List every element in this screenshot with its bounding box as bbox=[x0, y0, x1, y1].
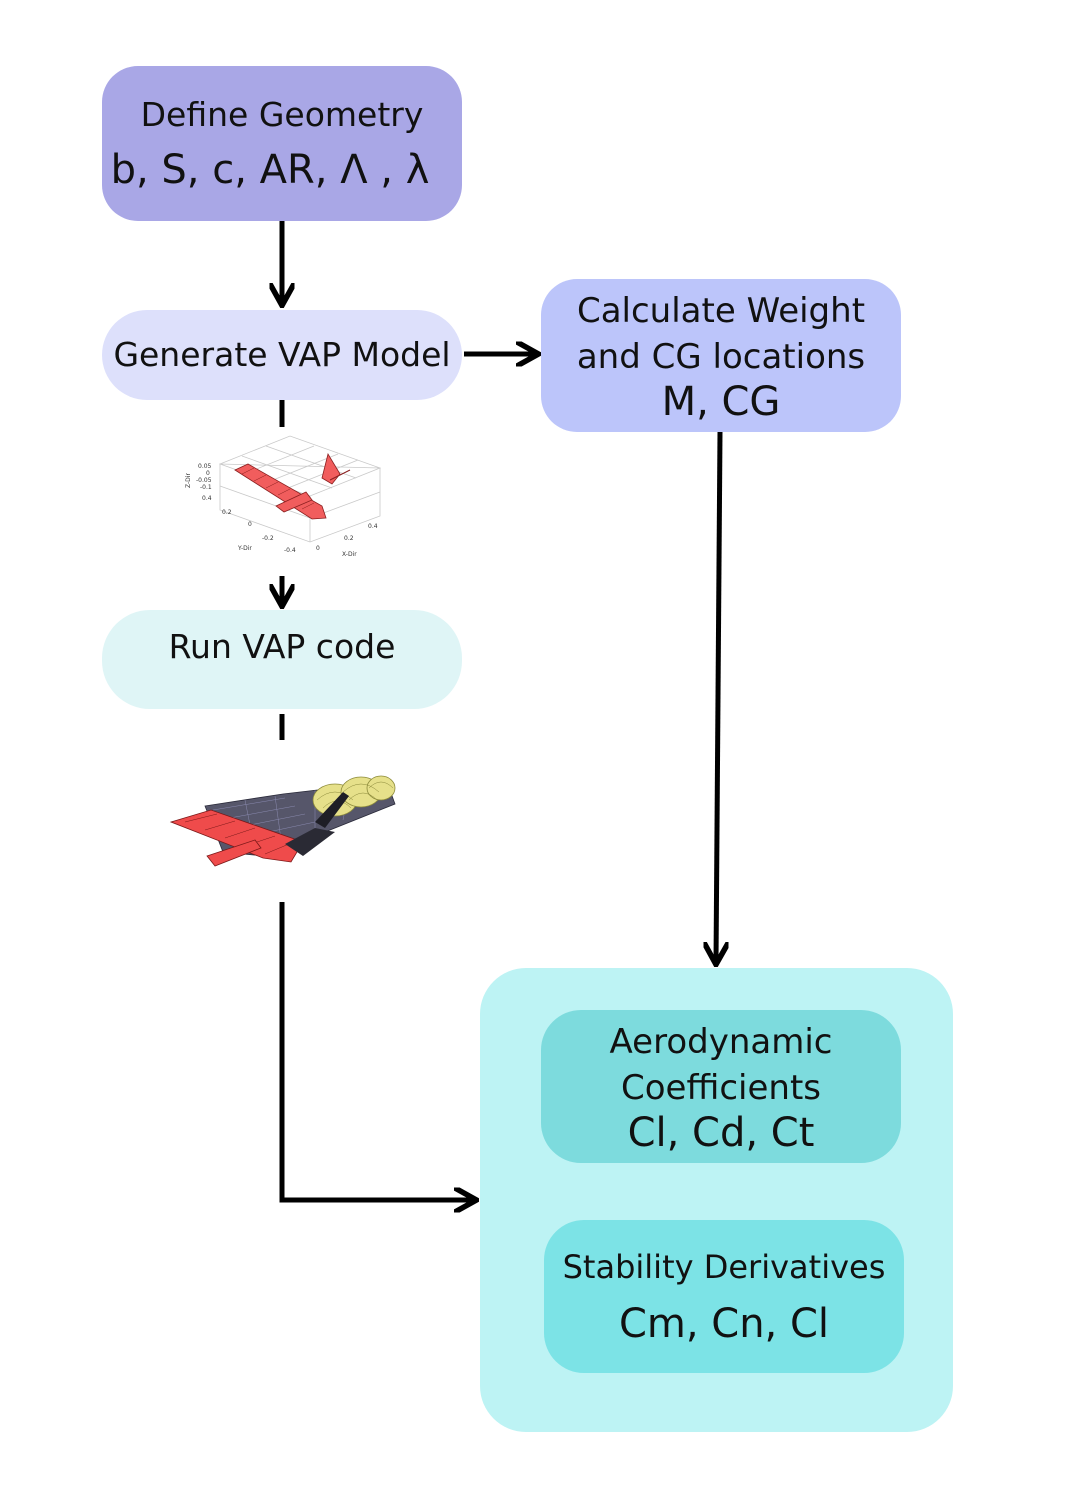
vertical-tail bbox=[315, 792, 349, 828]
x-tick: 0.4 bbox=[368, 523, 378, 530]
main-wing bbox=[234, 463, 327, 520]
y-tick: 0.4 bbox=[202, 495, 212, 502]
z-tick: 0 bbox=[206, 470, 210, 477]
calculate-weight-params: M, CG bbox=[661, 378, 781, 425]
horizontal-tail bbox=[206, 839, 262, 867]
define-geometry-params: b, S, c, AR, Λ , λ bbox=[110, 146, 430, 193]
calculate-weight-line2: and CG locations bbox=[576, 336, 866, 377]
generate-vap-node: Generate VAP Model bbox=[102, 310, 462, 400]
x-tick: 0 bbox=[316, 545, 320, 552]
aero-line2: Coefficients bbox=[621, 1067, 821, 1108]
define-geometry-title: Define Geometry bbox=[140, 94, 424, 134]
z-tick: -0.05 bbox=[196, 477, 212, 484]
y-tick: -0.2 bbox=[262, 535, 274, 542]
aerodynamic-coefficients-node: Aerodynamic Coefficients Cl, Cd, Ct bbox=[541, 1010, 901, 1163]
stability-params: Cm, Cn, Cl bbox=[618, 1300, 830, 1347]
horizontal-tail bbox=[275, 491, 313, 513]
y-axis-label: Y-Dir bbox=[237, 545, 252, 552]
stability-derivatives-node: Stability Derivatives Cm, Cn, Cl bbox=[544, 1220, 904, 1373]
calculate-weight-line1: Calculate Weight bbox=[576, 290, 866, 331]
stability-title: Stability Derivatives bbox=[562, 1247, 886, 1286]
z-tick: 0.05 bbox=[198, 463, 212, 470]
y-tick: 0 bbox=[248, 521, 252, 528]
vap-wake-render bbox=[169, 775, 396, 867]
wing-dark-root bbox=[285, 828, 335, 856]
vertical-tail bbox=[321, 452, 341, 485]
define-geometry-node: Define Geometry b, S, c, AR, Λ , λ bbox=[102, 66, 462, 221]
wake-rollup bbox=[312, 775, 396, 817]
run-vap-title: Run VAP code bbox=[168, 627, 396, 666]
arrow-weight-to-results bbox=[716, 431, 720, 962]
run-vap-node: Run VAP code bbox=[102, 610, 462, 709]
generate-vap-title: Generate VAP Model bbox=[113, 335, 451, 374]
z-axis-label: Z-Dir bbox=[185, 473, 192, 488]
calculate-weight-node: Calculate Weight and CG locations M, CG bbox=[541, 279, 901, 432]
x-tick: 0.2 bbox=[344, 535, 354, 542]
y-tick: -0.4 bbox=[284, 547, 296, 554]
arrow-render-to-results bbox=[279, 902, 474, 1200]
vap-geometry-plot: Z-Dir 0.05 0 -0.05 -0.1 0.4 0.2 0 -0.2 -… bbox=[185, 435, 382, 558]
aero-line1: Aerodynamic bbox=[609, 1021, 833, 1062]
y-tick: 0.2 bbox=[222, 509, 232, 516]
aero-params: Cl, Cd, Ct bbox=[627, 1109, 815, 1156]
z-tick: -0.1 bbox=[200, 484, 212, 491]
x-axis-label: X-Dir bbox=[342, 551, 357, 558]
